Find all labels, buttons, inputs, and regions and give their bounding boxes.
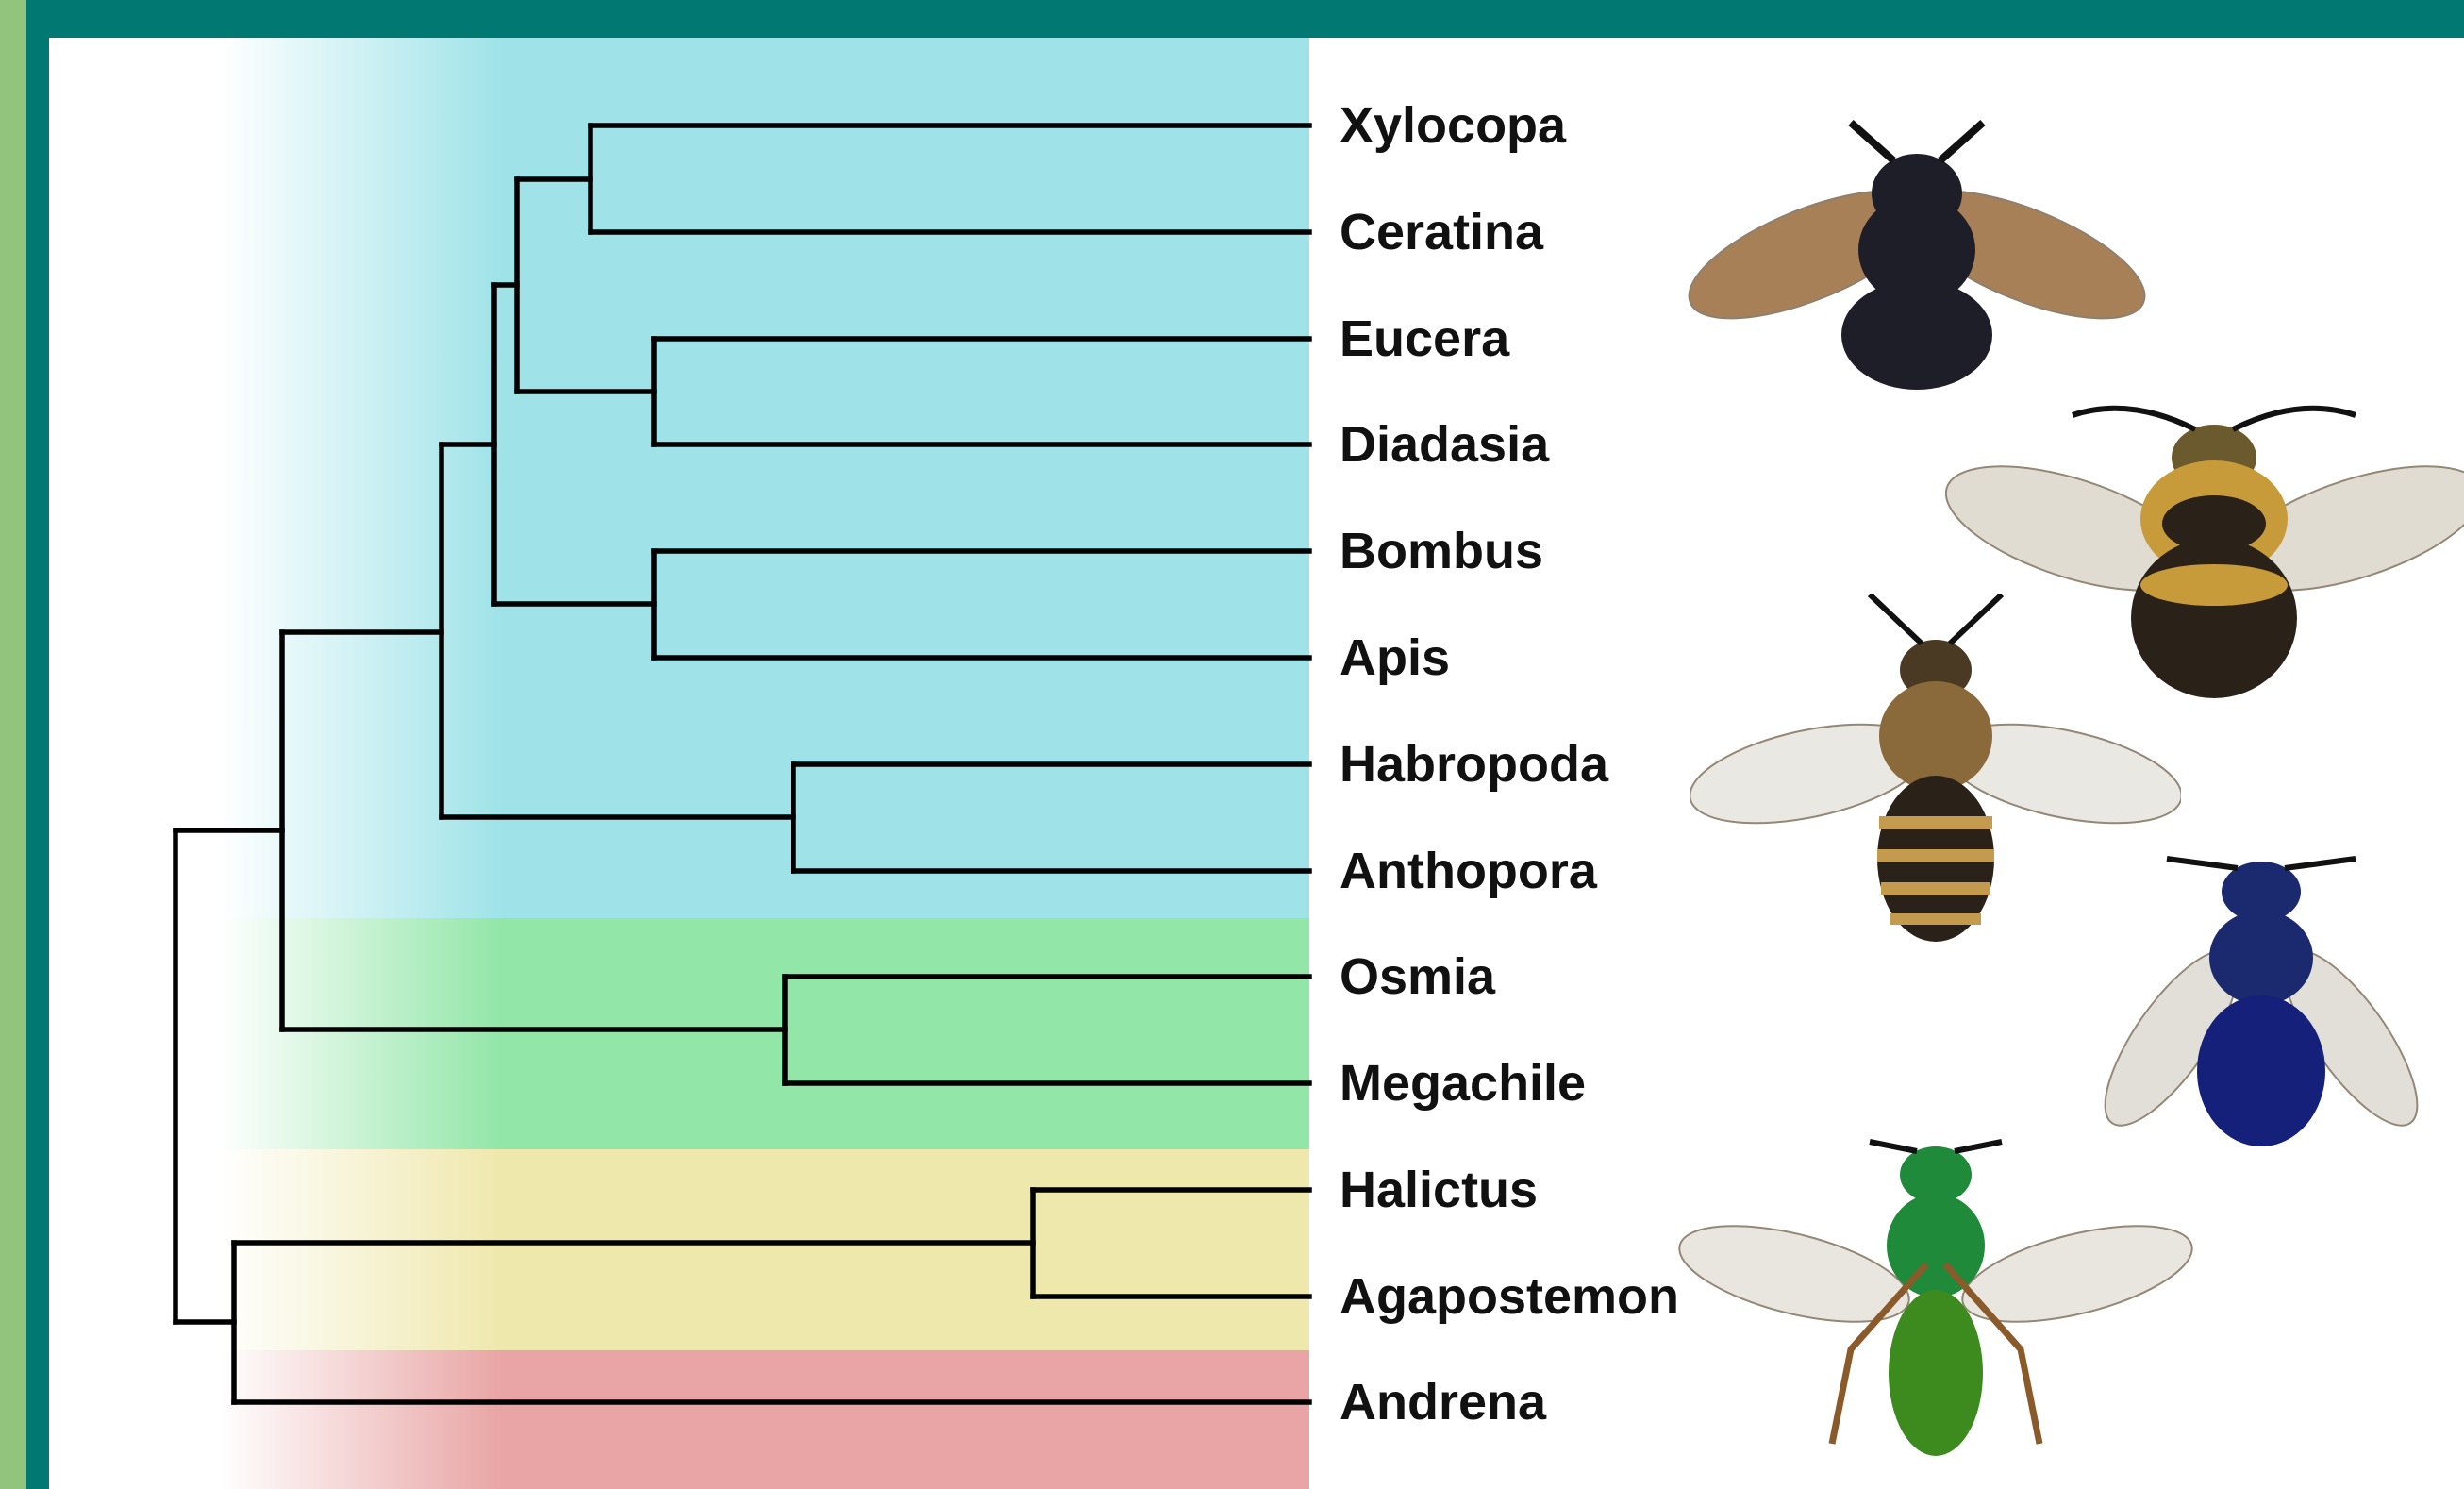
taxon-label-diadasia: Diadasia <box>1340 419 1549 470</box>
sweat-bee-image <box>1672 1123 2200 1481</box>
mason-bee-image <box>2096 830 2426 1170</box>
taxon-label-xylocopa: Xylocopa <box>1340 100 1566 151</box>
taxon-label-agapostemon: Agapostemon <box>1340 1271 1679 1322</box>
taxon-label-megachile: Megachile <box>1340 1058 1586 1109</box>
taxon-label-habropoda: Habropoda <box>1340 739 1608 790</box>
taxon-label-bombus: Bombus <box>1340 526 1543 577</box>
taxon-label-apis: Apis <box>1340 632 1450 683</box>
frame-accent-stripe <box>0 0 26 1489</box>
frame-left-bar <box>26 0 49 1489</box>
taxon-label-andrena: Andrena <box>1340 1377 1546 1428</box>
phylogenetic-tree <box>49 38 1370 1489</box>
taxon-label-eucera: Eucera <box>1340 313 1509 364</box>
phylogeny-panel: Xylocopa Ceratina Eucera Diadasia Bombus… <box>49 38 2464 1489</box>
taxon-label-anthopora: Anthopora <box>1340 845 1597 896</box>
frame-top-bar <box>26 0 2464 38</box>
taxon-label-osmia: Osmia <box>1340 951 1495 1002</box>
carpenter-bee-image <box>1672 94 2162 396</box>
taxon-label-ceratina: Ceratina <box>1340 207 1543 258</box>
taxon-label-halictus: Halictus <box>1340 1164 1538 1215</box>
